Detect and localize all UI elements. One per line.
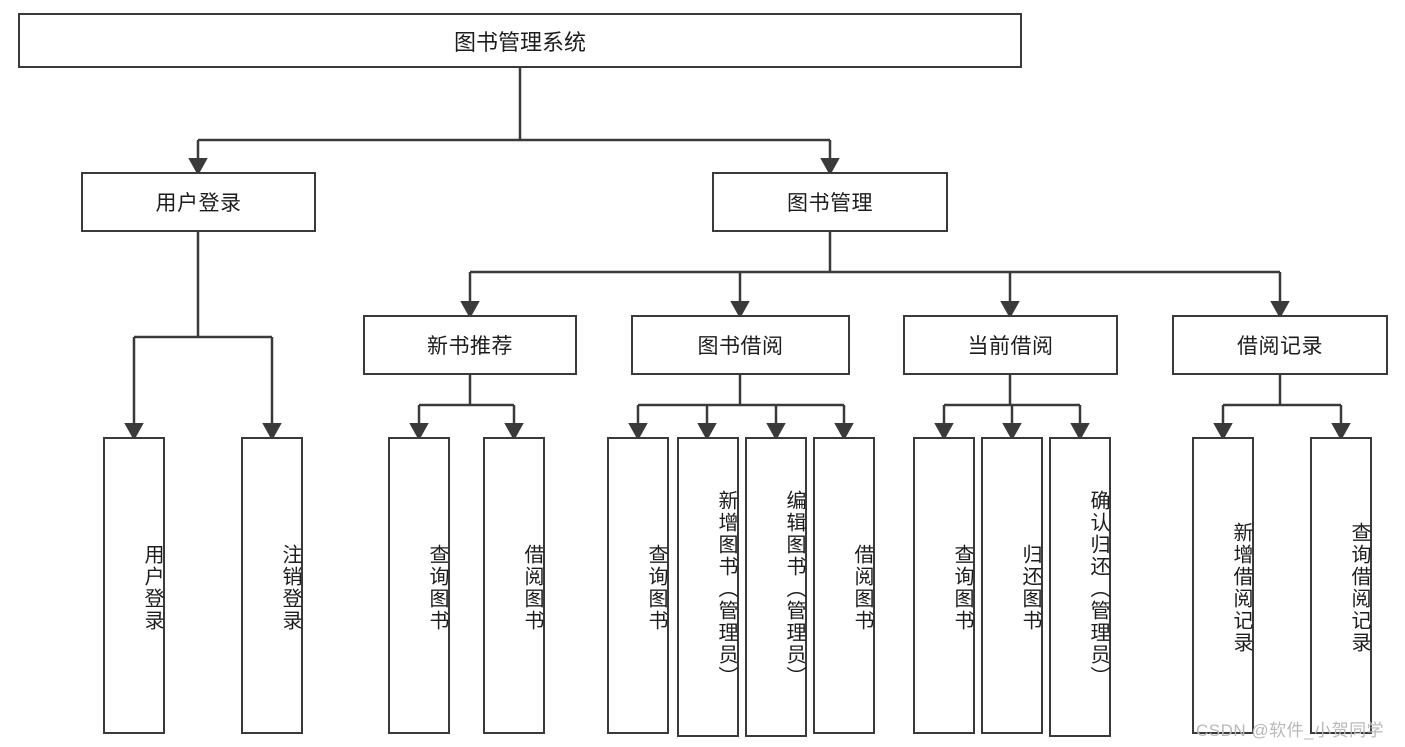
tree-edges: [124, 68, 1351, 441]
leaf-rec-borrow-book[interactable]: 借阅图书: [483, 437, 545, 734]
node-label: 查询图书: [426, 543, 448, 632]
node-label: 查询借阅记录: [1348, 521, 1370, 654]
node-label: 归还图书: [1019, 543, 1041, 632]
node-label: 新书推荐: [427, 335, 513, 358]
leaf-user-logout[interactable]: 注销登录: [241, 437, 303, 734]
leaf-user-login[interactable]: 用户登录: [103, 437, 165, 734]
node-borrow-record[interactable]: 借阅记录: [1172, 315, 1388, 375]
leaf-borrow-query-book[interactable]: 查询图书: [607, 437, 669, 734]
leaf-current-confirm-return[interactable]: 确认归还（管理员）: [1049, 437, 1111, 737]
node-book-borrow[interactable]: 图书借阅: [631, 315, 850, 375]
node-label: 借阅图书: [521, 543, 543, 632]
node-label: 借阅记录: [1237, 335, 1323, 358]
leaf-record-add[interactable]: 新增借阅记录: [1192, 437, 1254, 734]
node-label: 编辑图书（管理员）: [783, 490, 805, 688]
leaf-rec-query-book[interactable]: 查询图书: [388, 437, 450, 734]
leaf-current-return-book[interactable]: 归还图书: [981, 437, 1043, 734]
node-label: 查询图书: [645, 543, 667, 632]
leaf-borrow-do-borrow[interactable]: 借阅图书: [813, 437, 875, 734]
csdn-watermark: CSDN @软件_小贺同学: [1196, 721, 1385, 740]
node-root-system[interactable]: 图书管理系统: [18, 13, 1022, 68]
node-label: 新增图书（管理员）: [715, 490, 737, 688]
node-label: 查询图书: [951, 543, 973, 632]
node-current-borrow[interactable]: 当前借阅: [903, 315, 1118, 375]
node-label: 当前借阅: [967, 335, 1054, 358]
node-label: 用户登录: [155, 192, 242, 215]
leaf-borrow-edit-book[interactable]: 编辑图书（管理员）: [745, 437, 807, 737]
node-user-login[interactable]: 用户登录: [81, 172, 316, 232]
node-label: 确认归还（管理员）: [1087, 490, 1109, 688]
node-label: 新增借阅记录: [1230, 521, 1252, 654]
node-label: 图书借阅: [697, 335, 784, 358]
node-label: 注销登录: [279, 543, 301, 632]
node-label: 图书管理系统: [453, 29, 586, 55]
leaf-borrow-add-book[interactable]: 新增图书（管理员）: [677, 437, 739, 737]
node-book-manage[interactable]: 图书管理: [712, 172, 948, 232]
leaf-current-query-book[interactable]: 查询图书: [913, 437, 975, 734]
leaf-record-query[interactable]: 查询借阅记录: [1310, 437, 1372, 734]
node-label: 用户登录: [141, 543, 163, 632]
node-label: 借阅图书: [851, 543, 873, 632]
node-label: 图书管理: [787, 192, 873, 215]
node-new-book-rec[interactable]: 新书推荐: [363, 315, 577, 375]
